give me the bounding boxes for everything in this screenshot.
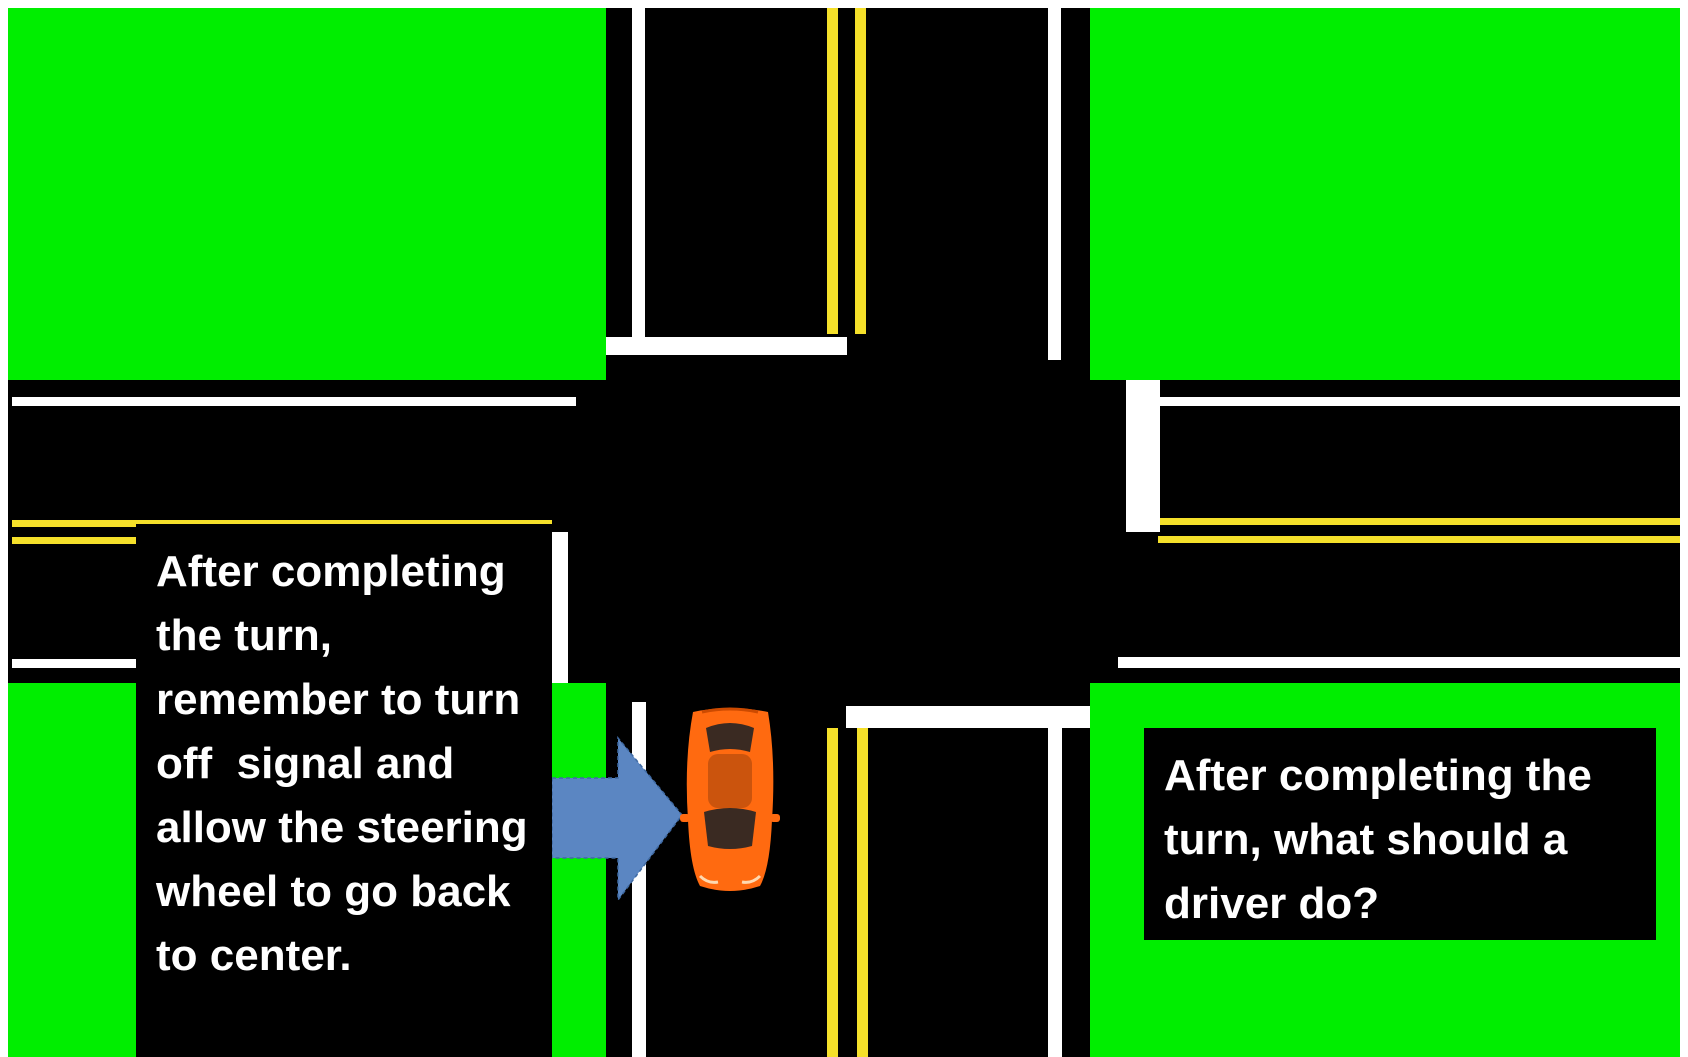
west-edge-line-top: [12, 397, 576, 406]
south-edge-line-left: [632, 702, 646, 1057]
north-edge-line-left: [632, 8, 645, 338]
north-center-line-a: [827, 8, 838, 334]
east-center-line-a: [1158, 518, 1680, 525]
west-edge-line-bottom: [12, 659, 140, 668]
grass-top-left: [8, 8, 606, 380]
north-stop-line: [606, 337, 847, 355]
north-edge-line-right: [1048, 8, 1061, 360]
south-center-line-a: [827, 728, 838, 1057]
east-edge-line-bottom: [1118, 657, 1680, 668]
east-center-line-b: [1158, 536, 1680, 543]
question-callout: After completing the turn, what should a…: [1144, 728, 1656, 940]
question-text: After completing the turn, what should a…: [1164, 744, 1642, 936]
answer-text: After completing the turn, remember to t…: [156, 540, 542, 988]
west-stop-line: [552, 532, 568, 683]
grass-top-right: [1090, 8, 1680, 380]
east-stop-line: [1126, 380, 1160, 532]
car-top-view-icon: [680, 708, 780, 891]
south-center-line-b: [857, 728, 868, 1057]
south-edge-line-right: [1048, 722, 1062, 1057]
south-stop-line: [846, 706, 1090, 728]
answer-callout: After completing the turn, remember to t…: [136, 524, 552, 1057]
north-center-line-b: [855, 8, 866, 334]
east-edge-line-top: [1158, 397, 1680, 406]
